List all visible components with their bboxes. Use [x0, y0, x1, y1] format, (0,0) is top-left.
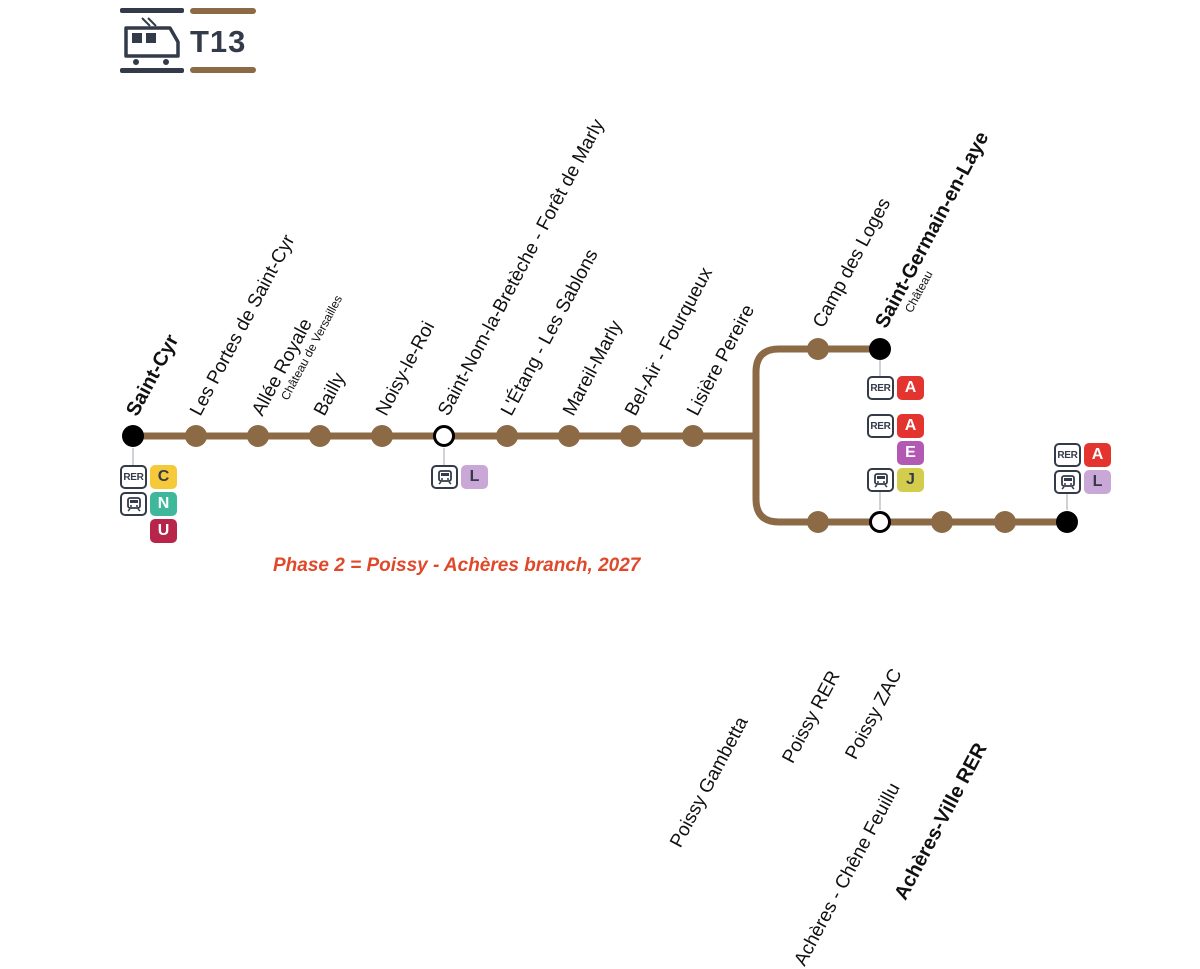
station-dot-bel-air[interactable] — [620, 425, 642, 447]
line-badge-a[interactable]: A — [897, 376, 924, 400]
line-badge-a[interactable]: A — [1084, 443, 1111, 467]
line-badge-l[interactable]: L — [1084, 470, 1111, 494]
station-dot-etang-sablons[interactable] — [496, 425, 518, 447]
line-map — [122, 338, 1078, 533]
station-dot-acheres-chene[interactable] — [994, 511, 1016, 533]
train-icon — [1054, 470, 1081, 494]
line-badge-a[interactable]: A — [897, 414, 924, 438]
terminus-dot-acheres-ville[interactable] — [1056, 511, 1078, 533]
station-label-acheres-chene[interactable]: Achères - Chêne Feuillu — [790, 779, 905, 969]
rer-icon: RER — [120, 465, 147, 489]
interchange-dot-poissy-rer[interactable] — [869, 511, 891, 533]
line-badge-l[interactable]: L — [461, 465, 488, 489]
rer-icon: RER — [1054, 443, 1081, 467]
rer-icon: RER — [867, 376, 894, 400]
station-dot-poissy-zac[interactable] — [931, 511, 953, 533]
rer-icon: RER — [867, 414, 894, 438]
station-dot-noisy-le-roi-neighbor[interactable] — [371, 425, 393, 447]
line-badge-c[interactable]: C — [150, 465, 177, 489]
train-icon — [120, 492, 147, 516]
line-badge-n[interactable]: N — [150, 492, 177, 516]
station-dot-mareil-marly[interactable] — [558, 425, 580, 447]
phase-note: Phase 2 = Poissy - Achères branch, 2027 — [273, 555, 641, 576]
tram-icon — [120, 8, 256, 73]
train-icon — [431, 465, 458, 489]
terminus-dot-saint-cyr[interactable] — [122, 425, 144, 447]
station-dot-portes-saint-cyr[interactable] — [185, 425, 207, 447]
line-badge-j[interactable]: J — [897, 468, 924, 492]
line-logo: T13 — [118, 6, 263, 78]
station-dot-bailly[interactable] — [309, 425, 331, 447]
line-badge-u[interactable]: U — [150, 519, 177, 543]
terminus-dot-saint-germain[interactable] — [869, 338, 891, 360]
station-dot-lisiere-pereire[interactable] — [682, 425, 704, 447]
station-dot-camp-des-loges[interactable] — [807, 338, 829, 360]
station-dot-poissy-gambetta[interactable] — [807, 511, 829, 533]
interchange-dot-noisy-le-roi[interactable] — [433, 425, 455, 447]
train-icon — [867, 468, 894, 492]
line-name: T13 — [190, 24, 247, 59]
line-badge-e[interactable]: E — [897, 441, 924, 465]
station-dot-allee-royale[interactable] — [247, 425, 269, 447]
